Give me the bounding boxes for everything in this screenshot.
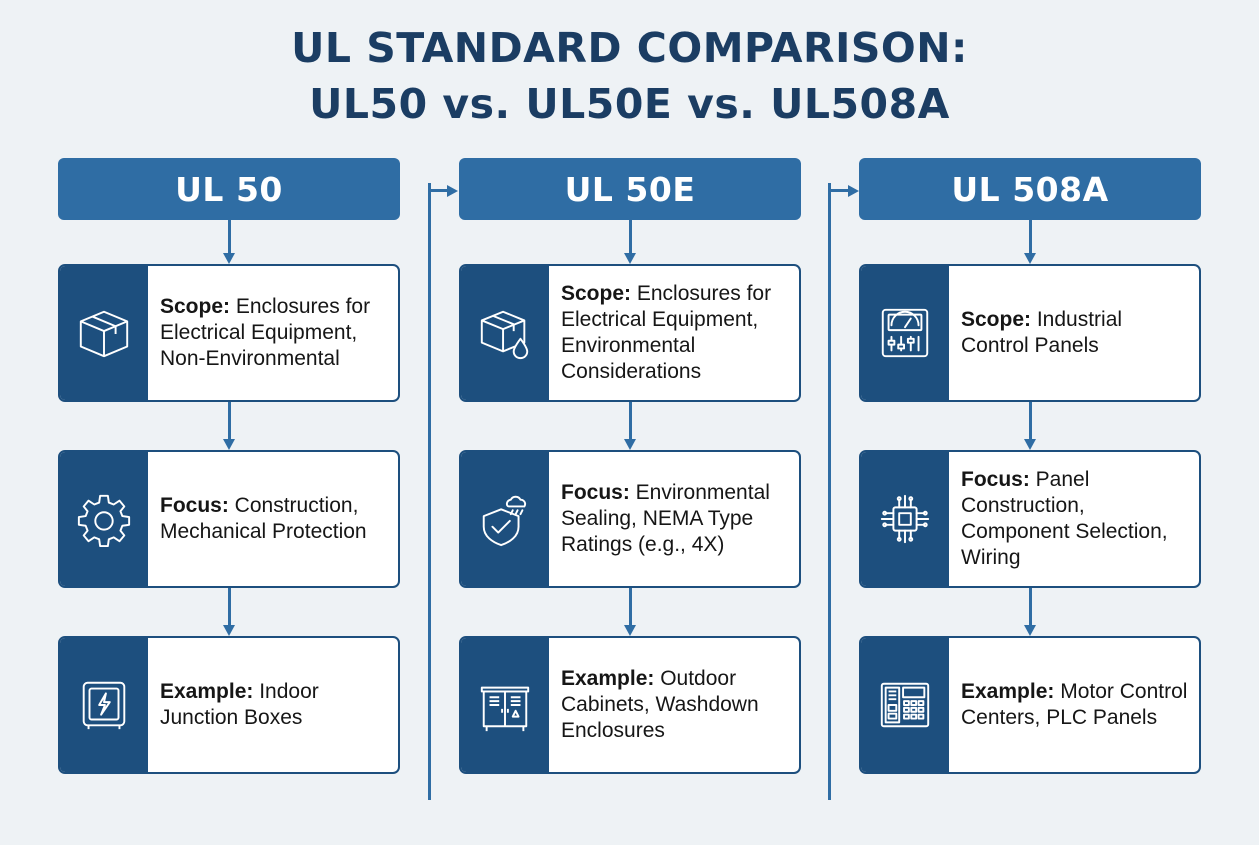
flow-arrow bbox=[1024, 402, 1036, 450]
focus-card: Focus: Construction, Mechanical Protecti… bbox=[58, 450, 400, 588]
circuit-chip-icon bbox=[861, 452, 949, 586]
card-value: Panel Construction, Component Selection,… bbox=[961, 468, 1168, 569]
flow-arrow bbox=[624, 402, 636, 450]
card-label: Example: bbox=[561, 667, 655, 690]
flow-arrow bbox=[223, 588, 235, 636]
scope-card: Scope: Enclosures for Electrical Equipme… bbox=[459, 264, 801, 402]
card-value: Outdoor Cabinets, Washdown Enclosures bbox=[561, 667, 759, 742]
scope-card: Scope: Industrial Control Panels bbox=[859, 264, 1201, 402]
card-label: Focus: bbox=[961, 468, 1030, 491]
flow-arrow bbox=[1024, 588, 1036, 636]
flow-arrow bbox=[624, 588, 636, 636]
card-label: Focus: bbox=[561, 481, 630, 504]
junction-box-icon bbox=[60, 638, 148, 772]
plc-panel-icon bbox=[861, 638, 949, 772]
example-card: Example: Indoor Junction Boxes bbox=[58, 636, 400, 774]
flow-arrow bbox=[223, 220, 235, 264]
card-label: Scope: bbox=[160, 295, 231, 318]
column-header-ul50: UL 50 bbox=[58, 158, 400, 220]
card-value: Environmental Sealing, NEMA Type Ratings… bbox=[561, 481, 770, 556]
gear-icon bbox=[60, 452, 148, 586]
column-header-ul508a: UL 508A bbox=[859, 158, 1201, 220]
focus-card: Focus: Environmental Sealing, NEMA Type … bbox=[459, 450, 801, 588]
focus-card: Focus: Panel Construction, Component Sel… bbox=[859, 450, 1201, 588]
title-line-1: UL STANDARD COMPARISON: bbox=[291, 24, 968, 72]
title-line-2: UL50 vs. UL50E vs. UL508A bbox=[309, 80, 950, 128]
card-label: Scope: bbox=[961, 308, 1032, 331]
example-card: Example: Outdoor Cabinets, Washdown Encl… bbox=[459, 636, 801, 774]
control-panel-icon bbox=[861, 266, 949, 400]
card-value: Enclosures for Electrical Equipment, Env… bbox=[561, 282, 772, 383]
flow-arrow bbox=[1024, 220, 1036, 264]
example-card: Example: Motor Control Centers, PLC Pane… bbox=[859, 636, 1201, 774]
card-label: Scope: bbox=[561, 282, 632, 305]
outdoor-cabinet-icon bbox=[461, 638, 549, 772]
box-icon bbox=[60, 266, 148, 400]
card-value: Enclosures for Electrical Equipment, Non… bbox=[160, 295, 371, 370]
flow-arrow bbox=[624, 220, 636, 264]
column-ul50e: UL 50E Scope: Enclosures for Electrical … bbox=[459, 158, 801, 778]
column-ul508a: UL 508A Scope: Industrial Control Panels bbox=[859, 158, 1201, 778]
column-header-ul50e: UL 50E bbox=[459, 158, 801, 220]
column-ul50: UL 50 Scope: Enclosures for Electrical E… bbox=[58, 158, 400, 778]
flow-arrow bbox=[223, 402, 235, 450]
card-value: Motor Control Centers, PLC Panels bbox=[961, 680, 1188, 729]
box-water-drop-icon bbox=[461, 266, 549, 400]
card-value: Industrial Control Panels bbox=[961, 308, 1123, 357]
diagram-title: UL STANDARD COMPARISON: UL50 vs. UL50E v… bbox=[0, 20, 1259, 132]
card-label: Focus: bbox=[160, 494, 229, 517]
shield-rain-icon bbox=[461, 452, 549, 586]
card-value: Indoor Junction Boxes bbox=[160, 680, 319, 729]
card-value: Construction, Mechanical Protection bbox=[160, 494, 367, 543]
card-label: Example: bbox=[160, 680, 254, 703]
scope-card: Scope: Enclosures for Electrical Equipme… bbox=[58, 264, 400, 402]
card-label: Example: bbox=[961, 680, 1055, 703]
